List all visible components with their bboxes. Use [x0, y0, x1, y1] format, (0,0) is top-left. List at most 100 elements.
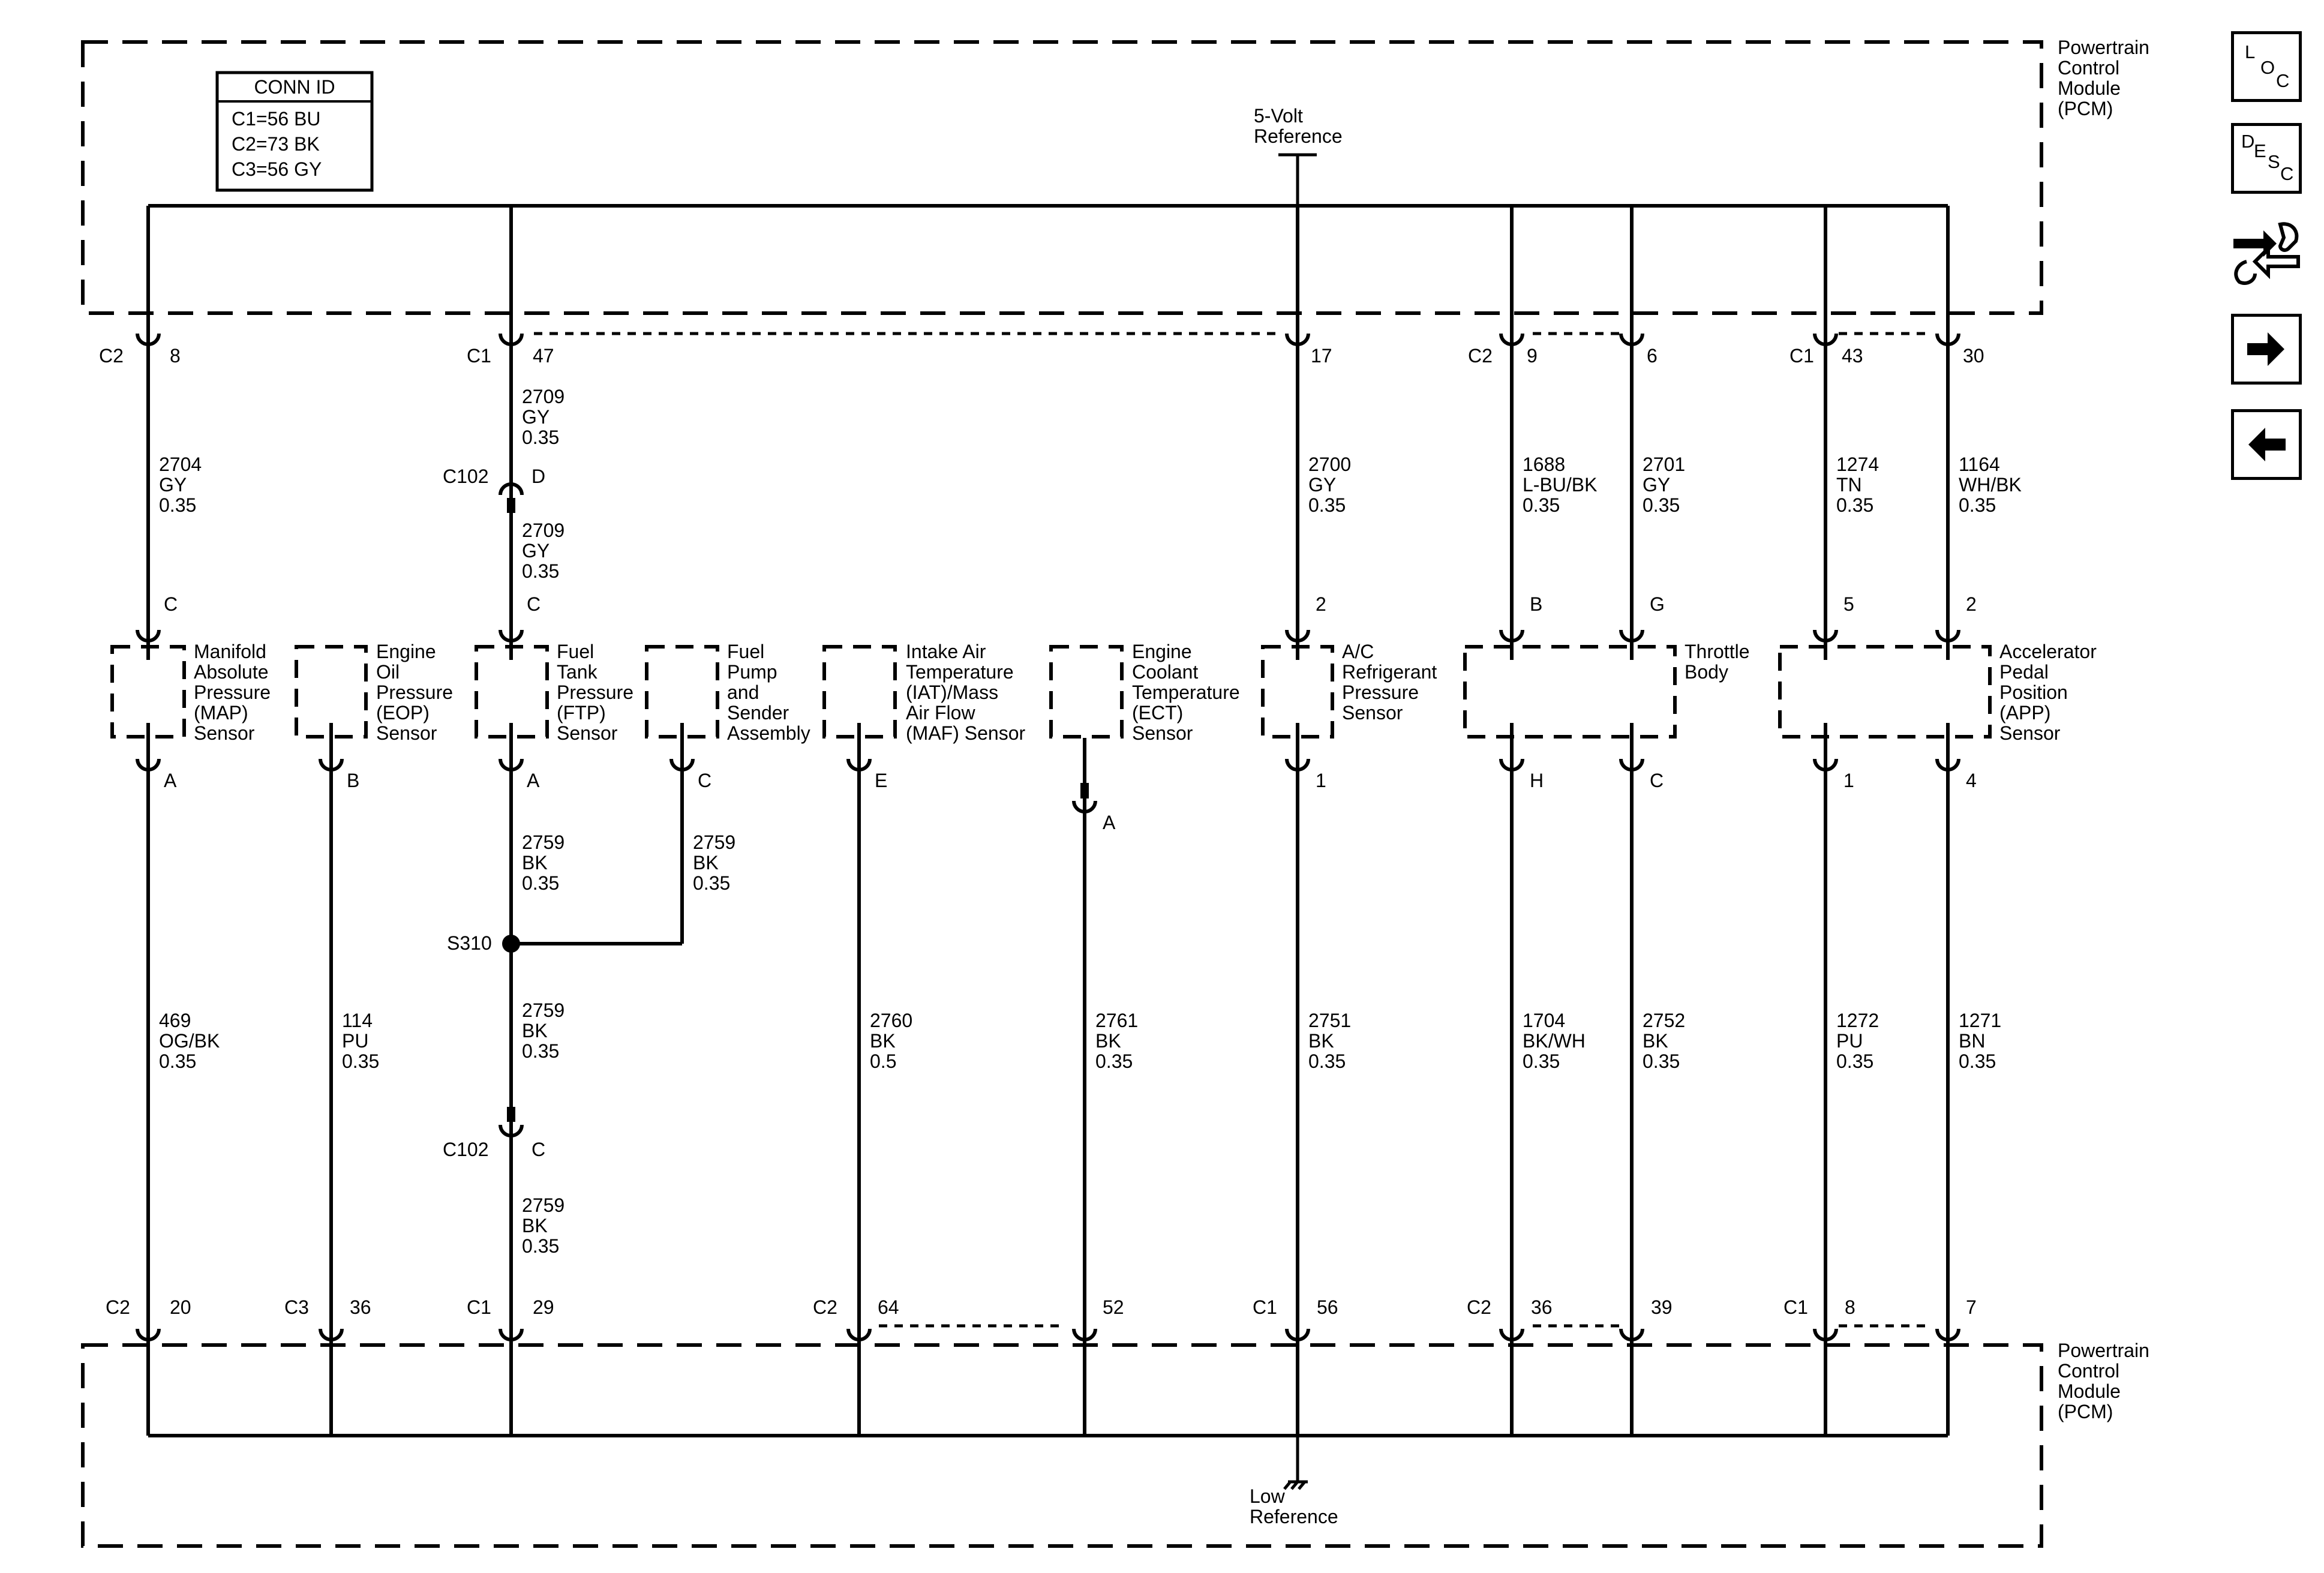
- wire-label: 8: [1845, 1296, 1855, 1318]
- wire-label: A: [164, 770, 177, 791]
- wire-label: C102: [443, 1139, 489, 1160]
- wire-label: 29: [533, 1296, 554, 1318]
- conn-id-line-3: C3=56 GY: [232, 158, 322, 180]
- wire-label: C1: [1783, 1296, 1808, 1318]
- wire-label: 2: [1316, 593, 1326, 615]
- arrow-right-icon: [2247, 332, 2284, 366]
- wire-label: 20: [170, 1296, 191, 1318]
- inline-connector-c102-d: [499, 482, 524, 496]
- conn-id-line-1: C1=56 BU: [232, 108, 321, 130]
- wire-label: 2: [1966, 593, 1977, 615]
- wire-label: C3: [284, 1296, 309, 1318]
- wire-label: 1: [1843, 770, 1854, 791]
- wire-label: 6: [1647, 345, 1658, 367]
- wire-label: B: [1530, 593, 1542, 615]
- wire-label: 7: [1966, 1296, 1977, 1318]
- wire-label: A: [527, 770, 540, 791]
- wire-label: C: [527, 593, 541, 615]
- wire-label: 43: [1842, 345, 1863, 367]
- wire-label: A: [1103, 812, 1116, 833]
- wire-label: C: [532, 1139, 545, 1160]
- conn-id-table: CONN ID C1=56 BU C2=73 BK C3=56 GY: [215, 71, 374, 192]
- loc-icon: L O C: [2245, 41, 2290, 91]
- wire-label: 52: [1103, 1296, 1124, 1318]
- ground-icon: [1283, 1480, 1308, 1490]
- wire-label: C2: [99, 345, 124, 367]
- wire-label: 36: [1531, 1296, 1553, 1318]
- wire-label: C1: [1253, 1296, 1277, 1318]
- ref-top-label: 5-Volt Reference: [1254, 105, 1343, 147]
- wire-label: 47: [533, 345, 554, 367]
- wrench-arrows-button[interactable]: [2229, 220, 2303, 286]
- ref-bottom-label: Low Reference: [1250, 1485, 1338, 1527]
- wire-label: C: [698, 770, 711, 791]
- wire-label: 17: [1311, 345, 1332, 367]
- wire-label: C1: [467, 1296, 491, 1318]
- inline-connector-c102-c: [499, 1124, 524, 1137]
- wire-label: 4: [1966, 770, 1977, 791]
- wire-label: 64: [878, 1296, 899, 1318]
- wire-label: C2: [813, 1296, 837, 1318]
- previous-button[interactable]: [2231, 409, 2302, 480]
- wire-label: 8: [170, 345, 181, 367]
- wire-label: E: [875, 770, 887, 791]
- desc-button[interactable]: D E S C: [2231, 123, 2302, 194]
- wire-label: 56: [1317, 1296, 1338, 1318]
- wire-label: C1: [1789, 345, 1814, 367]
- connector-pcm-top-map: [136, 333, 161, 346]
- conn-id-title: CONN ID: [254, 76, 335, 98]
- wire-label: 1: [1316, 770, 1326, 791]
- wire-label: 9: [1527, 345, 1538, 367]
- wire-label: 30: [1963, 345, 1984, 367]
- wire-label: C: [1650, 770, 1664, 791]
- wire-label: D: [532, 466, 545, 487]
- wire-label: S310: [447, 932, 492, 954]
- conn-id-line-2: C2=73 BK: [232, 133, 320, 155]
- next-button[interactable]: [2231, 314, 2302, 385]
- wire-label: H: [1530, 770, 1544, 791]
- wire-label: 36: [350, 1296, 371, 1318]
- pcm-bottom-box: [81, 1343, 2043, 1548]
- loc-button[interactable]: L O C: [2231, 31, 2302, 102]
- wire-label: G: [1650, 593, 1665, 615]
